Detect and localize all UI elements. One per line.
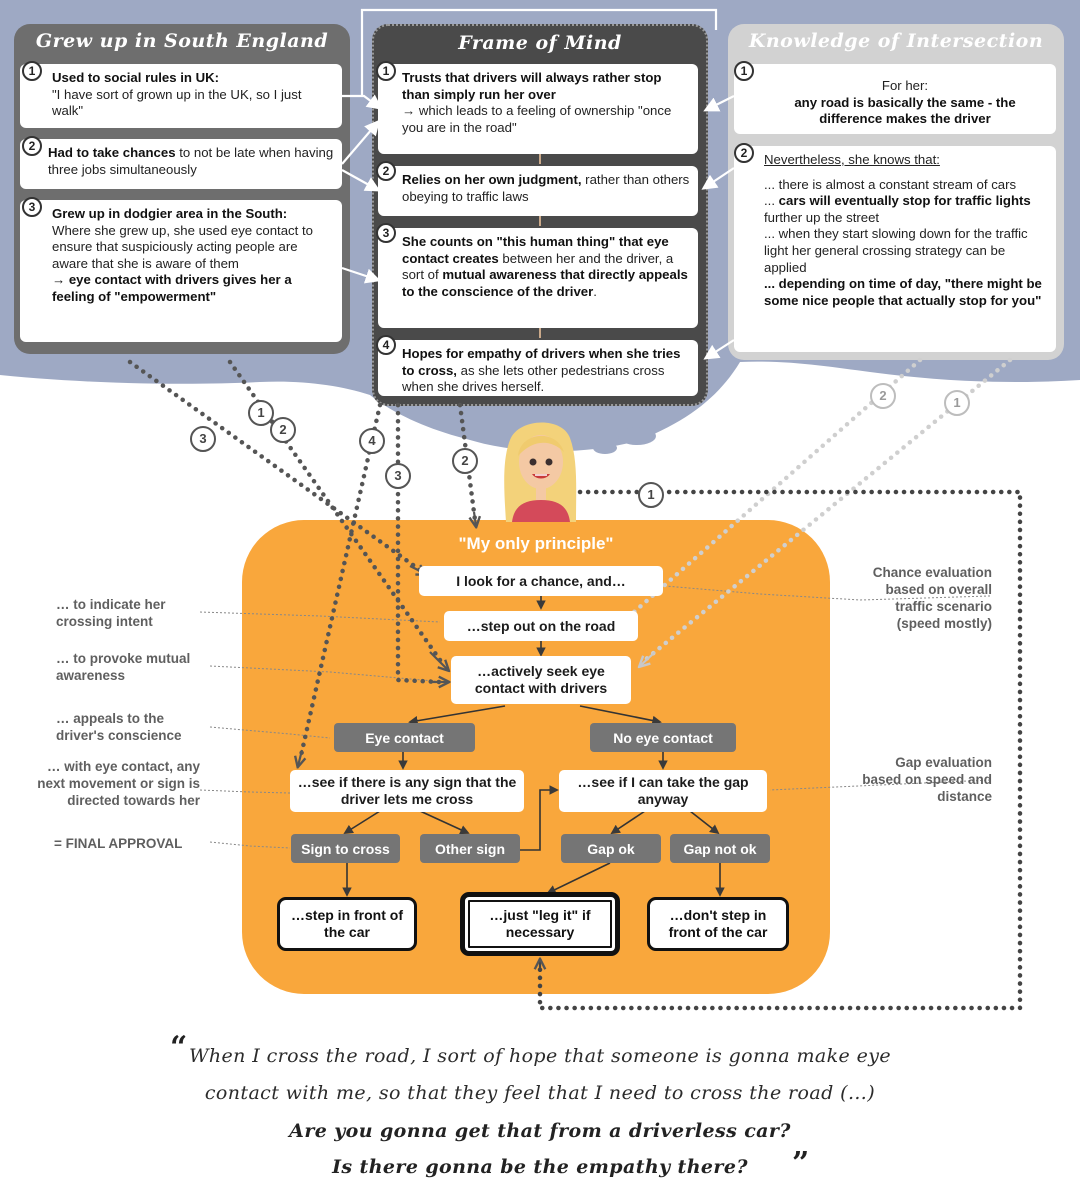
principle-title: "My only principle": [458, 534, 614, 553]
south-card-3-extra: → eye contact with drivers gives her a f…: [52, 272, 292, 304]
note-chance-evaluation: Chance evaluation based on overall traff…: [872, 565, 992, 631]
knowledge-card-2-line-4: ... depending on time of day, "there mig…: [764, 276, 1042, 308]
mind-num-1: 1: [376, 61, 396, 81]
mind-num-3: 3: [376, 223, 396, 243]
knowledge-card-2: Nevertheless, she knows that: ... there …: [734, 146, 1056, 352]
flow-other-sign: Other sign: [420, 834, 520, 863]
flow-outcome-dont-step: …don't step in front of the car: [647, 897, 789, 951]
south-card-1: Used to social rules in UK: "I have sort…: [20, 64, 342, 128]
path-marker-4: 4: [359, 428, 385, 454]
mind-card-1-head: Trusts that drivers will always rather s…: [402, 70, 662, 102]
panel-mind-title: Frame of Mind: [458, 32, 622, 54]
flow-step-seek-eye-contact: …actively seek eye contact with drivers: [451, 656, 631, 704]
south-num-1: 1: [22, 61, 42, 81]
quote-line-1: When I cross the road, I sort of hope th…: [188, 1045, 892, 1067]
flow-gap-not-ok: Gap not ok: [670, 834, 770, 863]
knowledge-card-2-line-2c: further up the street: [764, 209, 880, 225]
south-card-3-body: Where she grew up, she used eye contact …: [52, 222, 313, 271]
mind-card-1-body: → which leads to a feeling of ownership …: [402, 103, 672, 135]
mind-card-4-head: Hopes for empathy of drivers when she tr…: [402, 346, 681, 378]
note-mutual-awareness: … to provoke mutual awareness: [56, 651, 191, 683]
flow-see-gap: …see if I can take the gap anyway: [559, 770, 767, 812]
flow-no-eye-contact: No eye contact: [590, 723, 736, 752]
knowledge-card-2-line-2a: ...: [764, 193, 779, 209]
south-card-2: Had to take chances to not be late when …: [20, 139, 342, 189]
note-gap-evaluation: Gap evaluation based on speed and distan…: [862, 755, 992, 804]
flow-see-sign: …see if there is any sign that the drive…: [290, 770, 524, 812]
mind-num-4: 4: [376, 335, 396, 355]
quote-line-3: Are you gonna get that from a driverless…: [289, 1120, 791, 1142]
south-card-3: Grew up in dodgier area in the South: Wh…: [20, 200, 342, 342]
knowledge-card-2-line-2b: cars will eventually stop for traffic li…: [778, 193, 1031, 209]
note-crossing-intent: … to indicate her crossing intent: [56, 597, 166, 629]
panel-knowledge-title: Knowledge of Intersection: [748, 30, 1044, 52]
knowledge-card-1-head: any road is basically the same - the dif…: [794, 94, 1016, 127]
quote-open-mark: “: [170, 1030, 188, 1065]
mind-card-2-body: rather than others obeying to traffic la…: [402, 172, 690, 204]
path-marker-2-right: 2: [870, 383, 896, 409]
mind-card-2: Relies on her own judgment, rather than …: [378, 166, 698, 216]
knowledge-num-1: 1: [734, 61, 754, 81]
note-eye-contact-movement: … with eye contact, any next movement or…: [37, 759, 200, 808]
note-final-approval: = FINAL APPROVAL: [54, 836, 183, 851]
mind-card-3-head: She counts on "this human thing" that ey…: [402, 234, 669, 266]
path-marker-2-mid: 2: [452, 448, 478, 474]
knowledge-card-2-intro: Nevertheless, she knows that:: [764, 152, 940, 167]
mind-card-4-body: as she lets other pedestrians cross when…: [402, 362, 665, 395]
quote-line-4: Is there gonna be the empathy there?: [332, 1156, 748, 1178]
mind-card-3: She counts on "this human thing" that ey…: [378, 228, 698, 328]
south-card-2-body: to not be late when having three jobs si…: [48, 145, 334, 177]
mind-card-1: Trusts that drivers will always rather s…: [378, 64, 698, 154]
south-card-1-head: Used to social rules in UK:: [52, 70, 220, 85]
flow-eye-contact: Eye contact: [334, 723, 475, 752]
path-marker-3-mid: 3: [385, 463, 411, 489]
path-marker-2-left: 2: [270, 417, 296, 443]
panel-south-title: Grew up in South England: [35, 30, 329, 52]
flow-step-look-for-chance: I look for a chance, and…: [419, 566, 663, 596]
woman-avatar: [504, 422, 577, 522]
knowledge-num-2: 2: [734, 143, 754, 163]
knowledge-card-2-line-3: ... when they start slowing down for the…: [764, 226, 1028, 275]
knowledge-card-1-intro: For her:: [881, 78, 929, 93]
mind-card-3-tail: .: [593, 283, 597, 299]
mind-card-3-head2: mutual awareness that directly appeals t…: [402, 267, 688, 299]
south-num-2: 2: [22, 136, 42, 156]
knowledge-card-1: For her: any road is basically the same …: [734, 64, 1056, 134]
path-marker-3-left: 3: [190, 426, 216, 452]
south-card-2-head: Had to take chances: [48, 145, 176, 160]
knowledge-card-2-line-1: ... there is almost a constant stream of…: [764, 176, 1017, 192]
mind-card-3-body: between her and the driver, a sort of: [402, 250, 674, 283]
south-num-3: 3: [22, 197, 42, 217]
mind-card-2-head: Relies on her own judgment,: [402, 172, 582, 187]
path-marker-1-right: 1: [944, 390, 970, 416]
mind-card-4: Hopes for empathy of drivers when she tr…: [378, 340, 698, 396]
path-marker-1-left: 1: [248, 400, 274, 426]
south-card-3-head: Grew up in dodgier area in the South:: [52, 206, 288, 221]
flow-outcome-leg-it: …just "leg it" if necessary: [460, 892, 620, 956]
path-marker-1-dotted: 1: [638, 482, 664, 508]
mind-num-2: 2: [376, 161, 396, 181]
quote-line-2: contact with me, so that they feel that …: [204, 1082, 876, 1104]
flow-step-out-on-road: …step out on the road: [444, 611, 638, 641]
flow-gap-ok: Gap ok: [561, 834, 661, 863]
flow-outcome-step-in-front: …step in front of the car: [277, 897, 417, 951]
note-driver-conscience: … appeals to the driver's conscience: [56, 711, 182, 743]
south-card-1-body: "I have sort of grown up in the UK, so I…: [52, 86, 302, 119]
flow-sign-to-cross: Sign to cross: [291, 834, 400, 863]
quote-close-mark: ”: [792, 1146, 810, 1181]
